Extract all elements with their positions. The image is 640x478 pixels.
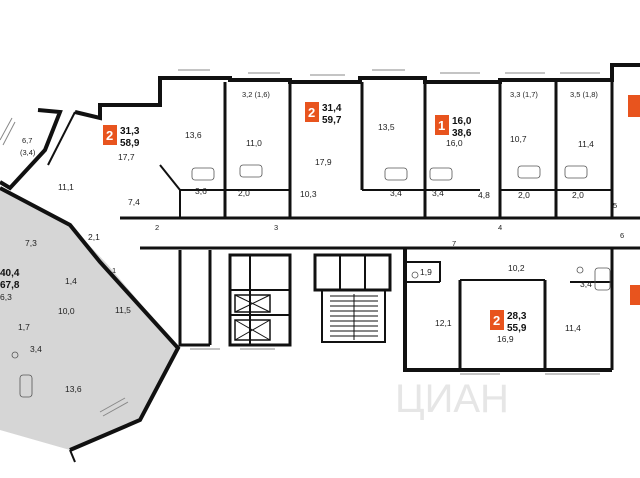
room-label: 1,9 [420,267,432,277]
total-area: 59,7 [322,115,342,126]
room-label: 11,4 [565,323,581,333]
room-count-badge-cut[interactable] [630,285,640,305]
room-labels: 6,7 (3,4) 11,1 17,7 13,6 7,4 3,6 3,2 (1,… [0,90,598,394]
room-count-badge-cut[interactable] [628,95,640,117]
room-label: 17,9 [315,157,332,167]
total-area: 38,6 [452,128,472,139]
room-label: 11,5 [115,305,131,315]
room-label: 1,4 [65,276,77,286]
room-count-badge [435,115,449,135]
room-count: 1 [438,118,445,133]
room-label: 1,7 [18,322,30,332]
living-area: 40,4 [0,268,20,279]
walls [0,63,640,463]
room-label: 17,7 [118,152,135,162]
room-label: 13,5 [378,122,395,132]
room-label: 13,6 [65,384,82,394]
room-count-badge [103,125,117,145]
room-count: 2 [493,313,500,328]
room-count: 2 [106,128,113,143]
room-label: 11,0 [246,138,262,148]
room-label: 10,7 [510,134,527,144]
room-label: 3,4 [580,279,592,289]
door-number: 1 [112,266,116,275]
apartment-badge-d[interactable]: 2 28,3 55,9 [490,310,527,334]
room-label: 13,6 [185,130,202,140]
total-area: 58,9 [120,138,140,149]
room-count: 2 [308,105,315,120]
room-label: 16,0 [446,138,463,148]
door-number: 6 [620,231,624,240]
apartment-badge-b[interactable]: 2 31,4 59,7 [305,102,342,126]
door-number: 5 [613,201,617,210]
room-count-badge [490,310,504,330]
apartment-badge-a[interactable]: 2 31,3 58,9 [103,125,140,149]
room-label: 3,6 [195,186,207,196]
door-number: 4 [498,223,502,232]
room-label: 4,8 [478,190,490,200]
total-area: 55,9 [507,323,527,334]
room-label: 11,4 [578,139,594,149]
room-label: 7,4 [128,197,140,207]
room-label: 10,0 [58,306,75,316]
door-number: 7 [452,239,456,248]
room-label: 3,4 [432,188,444,198]
room-label: 3,5 (1,8) [570,90,598,99]
door-number: 2 [155,223,159,232]
room-label: 10,3 [300,189,317,199]
door-number: 3 [274,223,278,232]
windows [0,69,600,417]
living-area: 16,0 [452,116,472,127]
room-label: 2,1 [88,232,100,242]
fixtures [11,164,611,398]
room-label: (3,4) [20,148,36,157]
room-count-badge [305,102,319,122]
room-label: 3,4 [30,344,42,354]
room-label: 6,7 [22,136,32,145]
total-area: 67,8 [0,280,20,291]
selected-apartment[interactable] [0,190,178,450]
watermark-text: ЦИАН [395,377,509,421]
room-label: 11,1 [58,182,74,192]
room-label: 2,0 [518,190,530,200]
living-area: 31,3 [120,126,140,137]
room-label: 6,3 [0,292,12,302]
room-label: 3,3 (1,7) [510,90,538,99]
living-area: 28,3 [507,311,527,322]
room-label: 3,4 [390,188,402,198]
living-area: 31,4 [322,103,342,114]
room-label: 10,2 [508,263,525,273]
room-label: 7,3 [25,238,37,248]
apartment-badge-c[interactable]: 1 16,0 38,6 [435,115,472,139]
door-numbers: 2 3 4 5 6 7 1 [112,201,624,275]
room-label: 16,9 [497,334,514,344]
apartment-badge-selected[interactable]: 40,4 67,8 [0,268,20,291]
room-label: 2,0 [238,188,250,198]
room-label: 12,1 [435,318,452,328]
room-label: 3,2 (1,6) [242,90,270,99]
room-label: 2,0 [572,190,584,200]
